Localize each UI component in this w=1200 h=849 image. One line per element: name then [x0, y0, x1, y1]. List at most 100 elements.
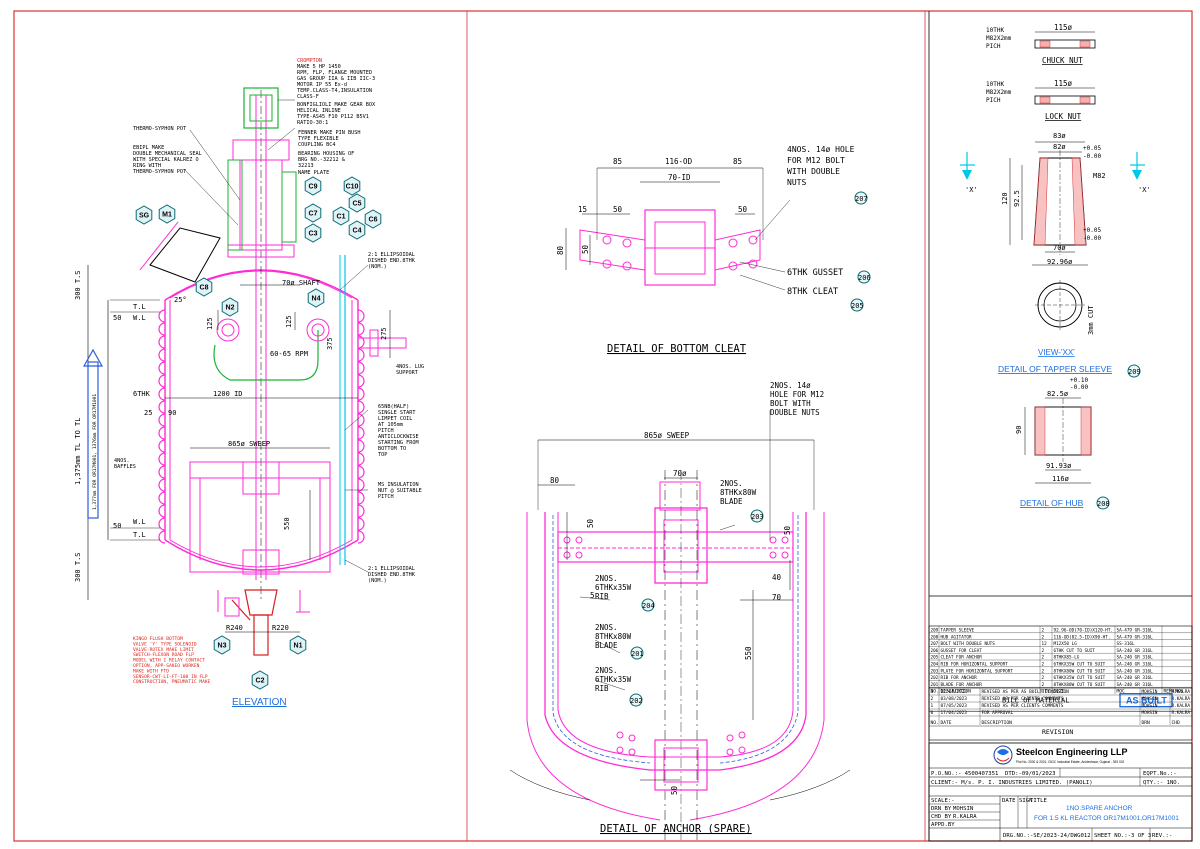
insulation-note-line: PITCH — [378, 494, 394, 500]
bom-cell: 92.96-OD(70-ID)X120-HT. — [1054, 628, 1114, 634]
shaft-label: 70ø SHAFT — [282, 279, 321, 287]
anchor-note-0: HOLE FOR M12 — [770, 390, 824, 399]
ellip-bot-note-line: DISHED END.8THK — [368, 572, 416, 578]
nozzle-tag-c6: C6 — [364, 209, 382, 229]
tl-bottom: T.L — [133, 531, 146, 539]
bom-cell: 2 — [1042, 662, 1045, 668]
limpet-coil-turn — [357, 387, 365, 401]
svg-text:C4: C4 — [353, 228, 362, 235]
hub-dim-90: 90 — [1015, 426, 1023, 434]
bom-title: BILL OF MATERIAL — [1002, 697, 1069, 705]
dim-25: 25 — [144, 409, 152, 417]
lock-nut-spec-2: M82X2mm — [986, 89, 1012, 96]
revision-header: DRN — [1142, 720, 1151, 726]
revision-header: DESCRIPTION — [982, 720, 1013, 726]
bom-cell: SA-479 GR-316L — [1117, 628, 1154, 634]
nozzle-tag-n3: N3 — [213, 635, 231, 655]
bom-cell: 6THKX35W CUT TO SUIT — [1054, 675, 1106, 681]
bc-dim-70: 70-ID — [668, 173, 691, 182]
bom-cell: 2 — [1042, 628, 1045, 634]
dim-375: 375 — [326, 337, 334, 350]
svg-text:201: 201 — [631, 650, 644, 658]
dim-300-top: 300 T.S — [74, 270, 82, 300]
thermo-pot-label: THERMO-SYPHON POT — [133, 126, 186, 132]
bom-cell: 201 — [931, 682, 939, 688]
gearbox-note-line: TYPE-AS45 F10 P112 B5V1 — [297, 114, 369, 120]
anchor-dim-5: 5 — [590, 591, 595, 600]
drive-note-line: MOTOR IP 55 Ex-d — [297, 82, 347, 88]
bearing-note-line: BRG NO.-32212 & — [298, 157, 346, 163]
bom-cell: 206 — [931, 648, 939, 654]
lock-nut-spec-3: PICH — [986, 97, 1001, 104]
elevation-caption: ELEVATION — [232, 697, 287, 708]
limpet-coil-turn — [357, 361, 365, 375]
chd-by-name: R.KALRA — [953, 814, 977, 820]
coupling-note-line: COUPLING BC4 — [298, 142, 335, 148]
drn-by-label: DRN BY — [931, 806, 952, 812]
bc-hole-note-line: FOR M12 BOLT — [787, 156, 845, 165]
limpet-note-line: SINGLE START — [378, 410, 415, 416]
hub-tol-a: +0.10 — [1070, 377, 1088, 384]
svg-text:C3: C3 — [309, 231, 318, 238]
ts-dim-9296: 92.96ø — [1047, 258, 1073, 266]
valve-note-line: MAKE WITH FTD — [133, 668, 169, 674]
limpet-note-line: AT 105mm — [378, 422, 403, 428]
dim-125b: 125 — [285, 315, 293, 328]
limpet-coil-turn — [158, 374, 166, 388]
limpet-coil-turn — [357, 374, 365, 388]
drawing-title-1: 1NO.SPARE ANCHOR — [1066, 805, 1133, 812]
bom-cell: 2 — [1042, 668, 1045, 674]
svg-text:C1: C1 — [337, 214, 346, 221]
rpm-label: 60-65 RPM — [270, 350, 308, 358]
nozzle-tag-sg: SG — [135, 205, 153, 225]
chuck-nut-spec-1: 10THK — [986, 27, 1004, 34]
limpet-coil-turn — [158, 426, 166, 440]
limpet-coil-turn — [357, 504, 365, 518]
drive-note-line: TEMP.CLASS-T4,INSULATION — [297, 88, 372, 94]
limpet-coil-turn — [357, 322, 365, 336]
bc-hole-note-line: WITH DOUBLE — [787, 167, 840, 176]
balloon-209: 209 — [1127, 364, 1141, 378]
balloon-201: 201 — [630, 646, 644, 660]
ellip-bot-note-line: 2:1 ELLIPSOIDAL — [368, 566, 415, 572]
revision-cell: MOHSIN — [1142, 689, 1158, 695]
limpet-coil-turn — [158, 361, 166, 375]
limpet-note-line: LIMPET COIL — [378, 416, 412, 422]
svg-text:N2: N2 — [226, 305, 235, 312]
insulation-note-line: MS INSULATION — [378, 482, 419, 488]
quantity: QTY.:- 1NO. — [1143, 780, 1180, 786]
bom-cell: CLEAT FOR ANCHOR — [941, 655, 983, 661]
ts-tol-b: -0.00 — [1083, 153, 1101, 160]
ts-cut: 3mm CUT — [1087, 305, 1095, 335]
limpet-coil-turn — [357, 491, 365, 505]
company-address: Plot No. 2000 & 2001, GIDC Industrial Es… — [1016, 760, 1124, 764]
drive-note-line: MAKE 5 HP 1450 — [297, 64, 341, 70]
revision-cell: MOHSIN — [1142, 696, 1158, 702]
anchor-note-0: 2NOS. 14ø — [770, 381, 811, 390]
bom-cell: BOLT WITH DOUBLE NUTS — [941, 641, 996, 647]
client-name: CLIENT:- M/s. P. I. INDUSTRIES LIMITED. … — [931, 780, 1093, 786]
lug-note-line: 4NOS. LUG — [396, 364, 424, 370]
limpet-note-line: STARTING FROM — [378, 440, 419, 446]
bom-cell: BLADE FOR ANCHOR — [941, 682, 983, 688]
ts-dim-70: 70ø — [1053, 244, 1066, 252]
revision-cell: 17/04/2023 — [941, 710, 968, 716]
angle-label: 25° — [174, 296, 187, 304]
revision-cell: 2 — [931, 696, 934, 702]
limpet-coil-turn — [357, 452, 365, 466]
appd-by-label: APPD.BY — [931, 822, 955, 828]
dim-275: 275 — [380, 327, 388, 340]
lock-nut-title: LOCK NUT — [1045, 112, 1082, 121]
nozzle-tag-c10: C10 — [343, 176, 361, 196]
bc-dim-50a: 50 — [613, 205, 623, 214]
gearbox-note-line: RATIO-30:1 — [297, 120, 328, 126]
limpet-coil-turn — [158, 400, 166, 414]
drawing-title-2: FOR 1.5 KL REACTOR OR17M1001,OR17M1001 — [1034, 815, 1179, 822]
nozzle-tag-n1: N1 — [289, 635, 307, 655]
anchor-note-3: 8THKx80W — [595, 632, 632, 641]
svg-text:208: 208 — [1097, 500, 1110, 508]
anchor-view — [509, 410, 851, 840]
limpet-coil-turn — [158, 530, 166, 544]
ts-title: DETAIL OF TAPPER SLEEVE — [998, 364, 1112, 374]
